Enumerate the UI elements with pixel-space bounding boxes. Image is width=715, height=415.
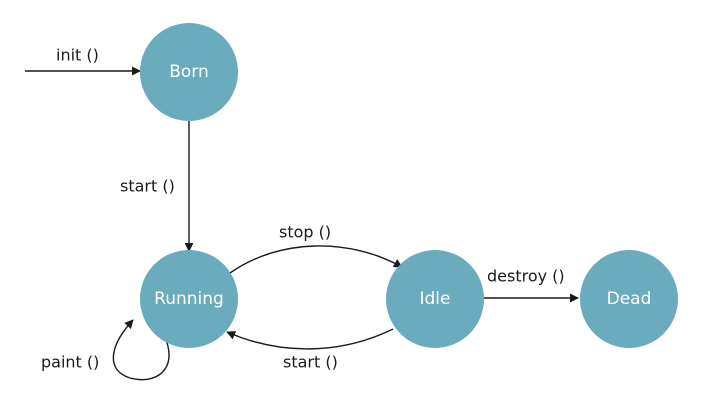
running-to-idle-transition: stop () [229,223,403,274]
running-self-transition: paint () [41,319,170,381]
born-to-running-transition: start () [120,121,194,252]
state-born: Born [140,23,238,121]
state-born-circle [140,23,238,121]
running-to-idle-label: stop () [279,223,331,242]
idle-to-dead-transition: destroy () [484,267,579,303]
idle-to-dead-label: destroy () [487,267,565,286]
running-to-idle-arrow [229,245,403,274]
state-born-label: Born [169,62,209,82]
init-transition: init () [25,46,141,76]
state-dead-circle [580,250,678,348]
init-label: init () [56,46,99,65]
state-idle-label: Idle [420,289,451,309]
state-running-circle [140,250,238,348]
state-running: Running [140,250,238,348]
idle-to-running-label: start () [283,353,338,372]
running-self-label: paint () [41,353,99,372]
born-to-running-label: start () [120,177,175,196]
state-dead-label: Dead [607,289,652,309]
idle-to-running-transition: start () [226,328,394,372]
idle-to-running-arrow [226,328,394,350]
running-self-loop-arrow [112,319,170,381]
state-idle: Idle [386,250,484,348]
state-idle-circle [386,250,484,348]
state-running-label: Running [154,289,224,309]
state-dead: Dead [580,250,678,348]
